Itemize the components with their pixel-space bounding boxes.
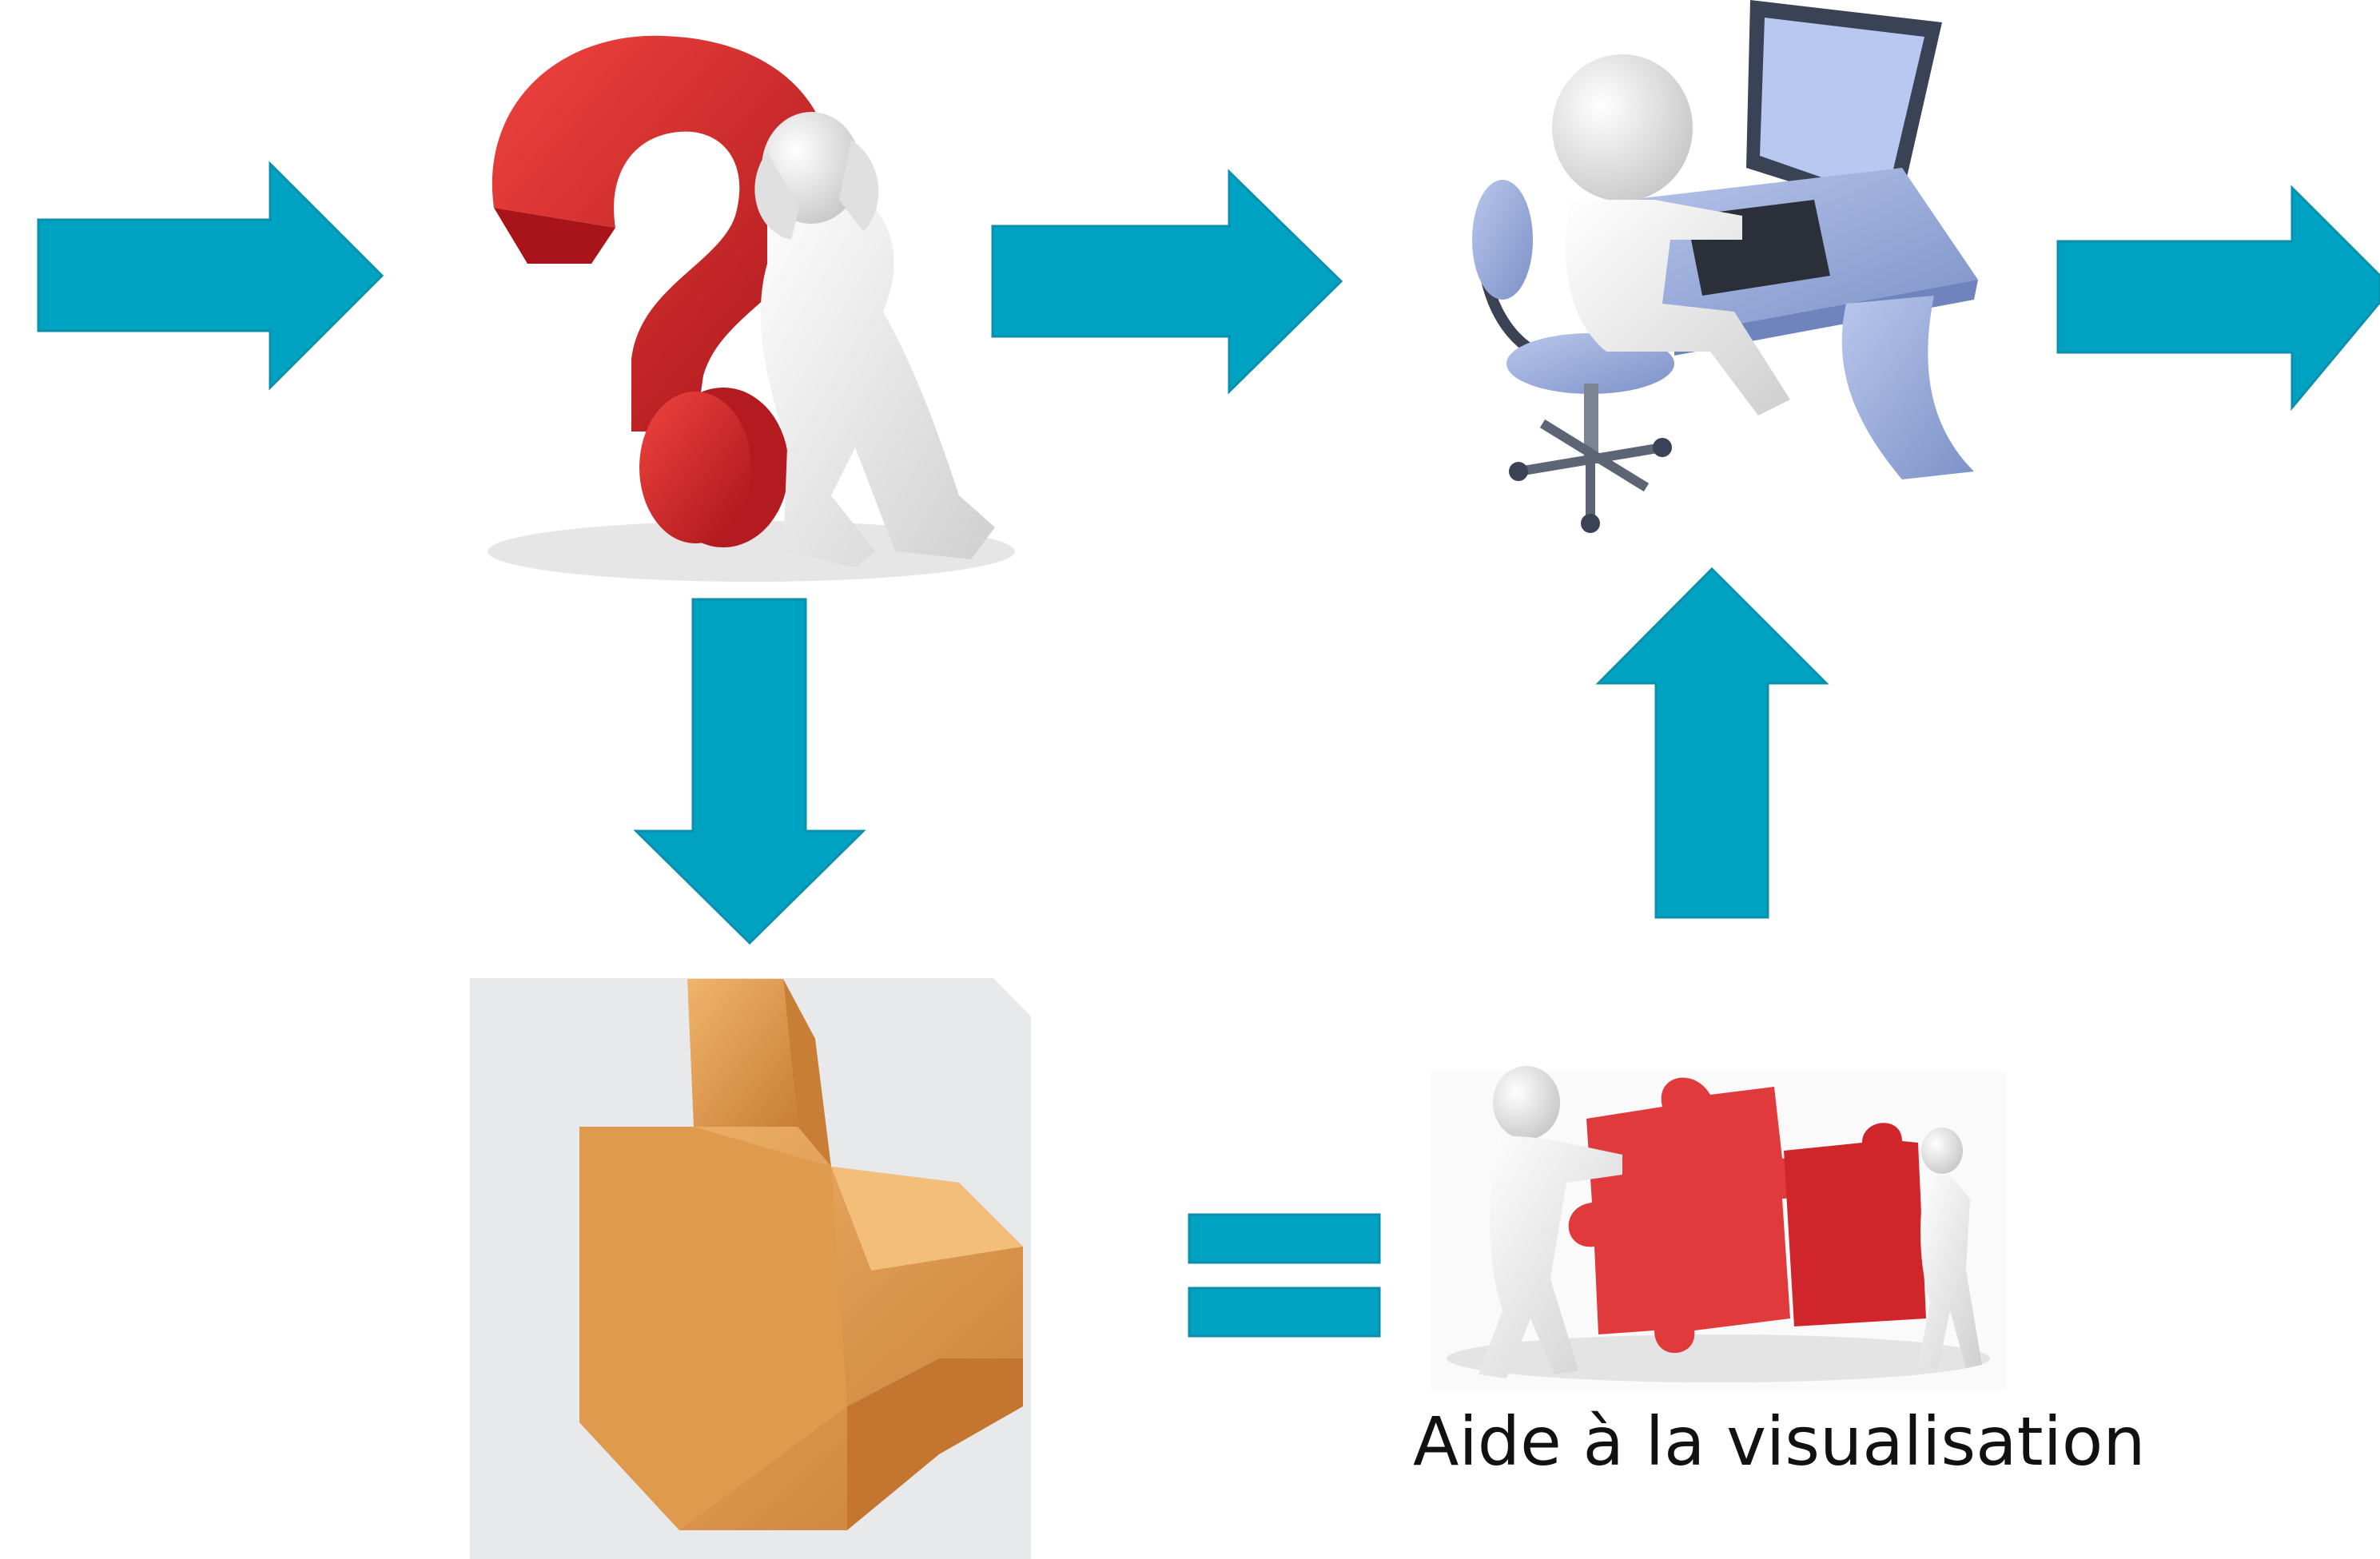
equals-sign xyxy=(1188,1213,1381,1338)
puzzle-teamwork-icon xyxy=(1431,1066,2006,1390)
arrow-right-3 xyxy=(2056,185,2380,412)
arrow-down xyxy=(633,598,866,945)
question-mark-figure-icon xyxy=(488,35,1015,582)
caption-visualization-aid: Aide à la visualisation xyxy=(1413,1402,2146,1481)
arrow-up xyxy=(1595,567,1829,919)
arrow-right-2 xyxy=(991,169,1343,395)
orange-3d-block-photo xyxy=(470,978,1031,1559)
computer-user-icon xyxy=(1472,0,1978,533)
arrow-right-1 xyxy=(37,161,384,391)
stressed-figure xyxy=(754,112,995,567)
